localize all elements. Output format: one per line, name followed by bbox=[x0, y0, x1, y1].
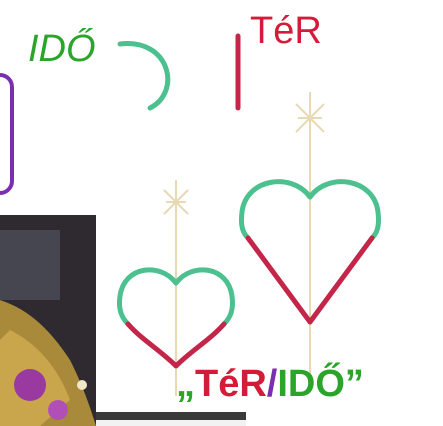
caption-ter-ido: „TéR/IDŐ” bbox=[176, 365, 364, 403]
heart-small bbox=[117, 180, 235, 396]
heart-small-cross-icon bbox=[163, 189, 189, 215]
photo-fragment bbox=[0, 215, 246, 426]
caption-close-quote: ” bbox=[344, 363, 364, 405]
purple-box-edge bbox=[0, 73, 14, 195]
ido-arc bbox=[117, 41, 171, 111]
caption-ter: TéR bbox=[195, 363, 267, 405]
heart-large bbox=[239, 92, 381, 390]
ido-label: IDŐ bbox=[28, 28, 96, 70]
caption-slash: / bbox=[266, 363, 278, 405]
heart-large-cross-icon bbox=[295, 103, 325, 133]
caption-open-quote: „ bbox=[176, 363, 195, 405]
ter-label: TéR bbox=[250, 10, 322, 52]
caption-ido: IDŐ bbox=[277, 363, 345, 405]
